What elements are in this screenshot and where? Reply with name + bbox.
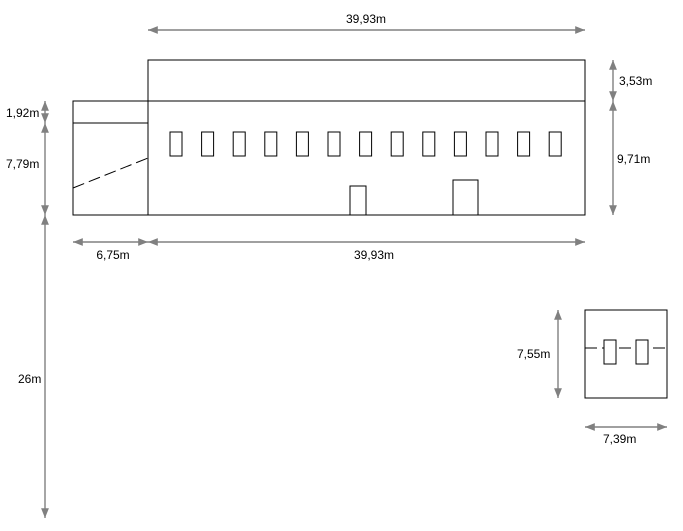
annex-dashed-slope — [72, 157, 149, 189]
dim-label-small-width: 7,39m — [603, 432, 636, 446]
window — [548, 131, 562, 157]
dim-label-annex-top-height: 1,92m — [6, 106, 39, 120]
window — [295, 131, 309, 157]
window — [485, 131, 499, 157]
window — [422, 131, 436, 157]
side-view-window-left — [603, 339, 617, 365]
window — [169, 131, 183, 157]
door-large — [452, 179, 479, 215]
window — [359, 131, 373, 157]
dim-label-bottom-length: 39,93m — [354, 248, 394, 262]
dim-label-top-length: 39,93m — [346, 12, 386, 26]
window-row — [169, 131, 562, 157]
window — [517, 131, 531, 157]
dim-label-wall-height: 9,71m — [617, 152, 650, 166]
dim-label-annex-length: 6,75m — [96, 248, 129, 262]
door-small — [349, 185, 367, 215]
window — [232, 131, 246, 157]
window — [453, 131, 467, 157]
side-view-outline — [584, 309, 668, 399]
window — [390, 131, 404, 157]
window — [327, 131, 341, 157]
annex-outline — [72, 100, 149, 216]
side-view-window-right — [635, 339, 649, 365]
dim-label-total-depth: 26m — [18, 372, 41, 386]
dim-label-small-height: 7,55m — [517, 347, 550, 361]
dim-label-roof-height: 3,53m — [619, 74, 652, 88]
dim-label-annex-height: 7,79m — [6, 157, 39, 171]
window — [201, 131, 215, 157]
window — [264, 131, 278, 157]
